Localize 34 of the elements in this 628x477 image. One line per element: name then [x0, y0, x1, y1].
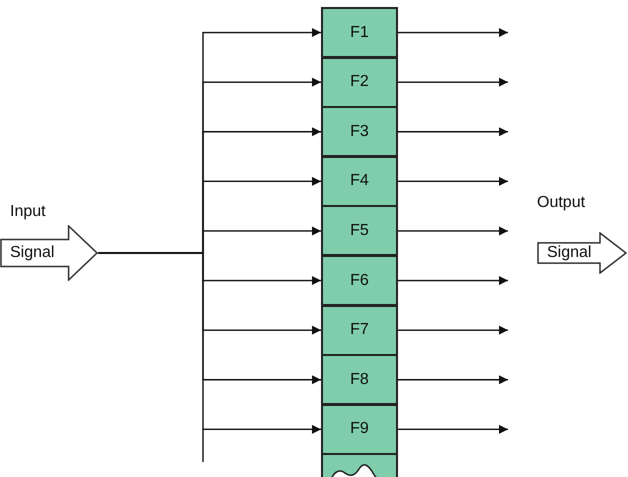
partial-filter-box [321, 453, 398, 477]
filter-box [321, 56, 398, 108]
arrow [398, 326, 508, 335]
filter-label: F5 [350, 222, 369, 240]
arrow [398, 226, 508, 236]
arrow [398, 78, 508, 87]
signal-caption: Output [537, 194, 586, 212]
filter-label: F9 [350, 420, 369, 438]
filter-label: F4 [350, 172, 369, 190]
filter-box [321, 205, 398, 256]
filter-box [321, 7, 398, 58]
block-arrow [0, 225, 98, 281]
filter-label: F3 [350, 122, 369, 141]
filter-box [321, 255, 398, 306]
filter-label: F6 [350, 272, 369, 290]
filter-label: F7 [350, 321, 369, 340]
filter-label: F2 [350, 73, 369, 92]
filter-box [321, 304, 398, 356]
arrow [398, 28, 508, 38]
signal-label: Signal [547, 244, 592, 262]
filter-label: F8 [350, 370, 369, 389]
arrow [398, 176, 508, 186]
arrow [398, 375, 508, 384]
filter-box [321, 106, 398, 158]
filter-box [321, 354, 398, 406]
arrow [398, 424, 508, 434]
signal-caption: Input [10, 203, 46, 221]
signal-label: Signal [10, 244, 54, 262]
block-arrow [537, 232, 627, 274]
filter-label: F1 [350, 24, 369, 42]
filter-box [321, 156, 398, 207]
filter-box [321, 404, 398, 455]
arrow [398, 276, 508, 286]
arrow [398, 127, 508, 136]
